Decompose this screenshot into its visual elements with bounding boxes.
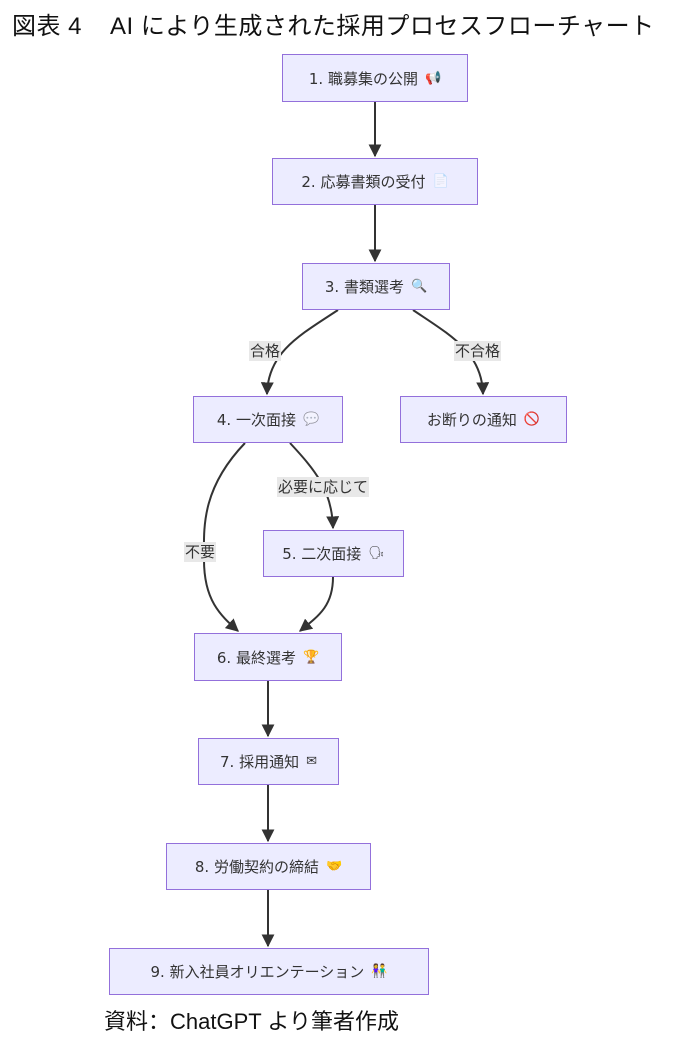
node-final-selection[interactable]: 6. 最終選考 🏆 [194,633,342,681]
node-application-receipt[interactable]: 2. 応募書類の受付 📄 [272,158,478,205]
document-icon: 📄 [432,174,449,189]
node-hiring-notice[interactable]: 7. 採用通知 ✉ [198,738,339,785]
speech-bubble-icon: 💬 [302,412,320,427]
edge-n4-n6 [202,442,246,632]
people-icon: 👫 [371,964,388,979]
figure-number: 図表 4 [12,13,83,40]
node-first-interview[interactable]: 4. 一次面接 💬 [193,396,343,443]
node-label: 8. 労働契約の締結 [194,858,319,876]
edge-label-fail: 不合格 [454,341,502,361]
prohibited-icon: 🚫 [523,412,541,427]
node-label: 4. 一次面接 [216,411,296,429]
node-label: 2. 応募書類の受付 [301,173,426,191]
node-job-posting[interactable]: 1. 職募集の公開 📢 [282,54,468,102]
node-label: 9. 新入社員オリエンテーション [150,963,365,981]
edge-label-pass: 合格 [249,341,282,361]
trophy-icon: 🏆 [302,649,320,665]
node-rejection-notice[interactable]: お断りの通知 🚫 [400,396,567,443]
envelope-icon: ✉ [306,754,317,769]
magnifier-icon: 🔍 [410,279,428,294]
node-label: 5. 二次面接 [282,545,362,563]
node-new-hire-orientation[interactable]: 9. 新入社員オリエンテーション 👫 [109,948,429,995]
megaphone-icon: 📢 [424,70,442,86]
figure-title: 図表 4 AI により生成された採用プロセスフローチャート [12,6,655,41]
node-label: 3. 書類選考 [324,278,404,296]
node-second-interview[interactable]: 5. 二次面接 🗣 [263,530,404,577]
speaking-head-icon: 🗣 [368,546,385,561]
edge-label-as-needed: 必要に応じて [277,477,370,497]
node-label: 6. 最終選考 [216,648,296,667]
figure-source: 資料：ChatGPT より筆者作成 [104,1009,399,1034]
node-employment-contract[interactable]: 8. 労働契約の締結 🤝 [166,843,371,890]
node-document-screening[interactable]: 3. 書類選考 🔍 [302,263,450,310]
node-label: 7. 採用通知 [220,753,300,771]
edge-n3-n4 [260,309,339,396]
node-label: 1. 職募集の公開 [308,69,418,88]
edge-label-not-needed: 不要 [184,542,217,562]
node-label: お断りの通知 [426,411,517,429]
handshake-icon: 🤝 [325,859,343,874]
edge-n5-n6 [298,576,334,632]
figure-title-text: AI により生成された採用プロセスフローチャート [110,13,655,40]
